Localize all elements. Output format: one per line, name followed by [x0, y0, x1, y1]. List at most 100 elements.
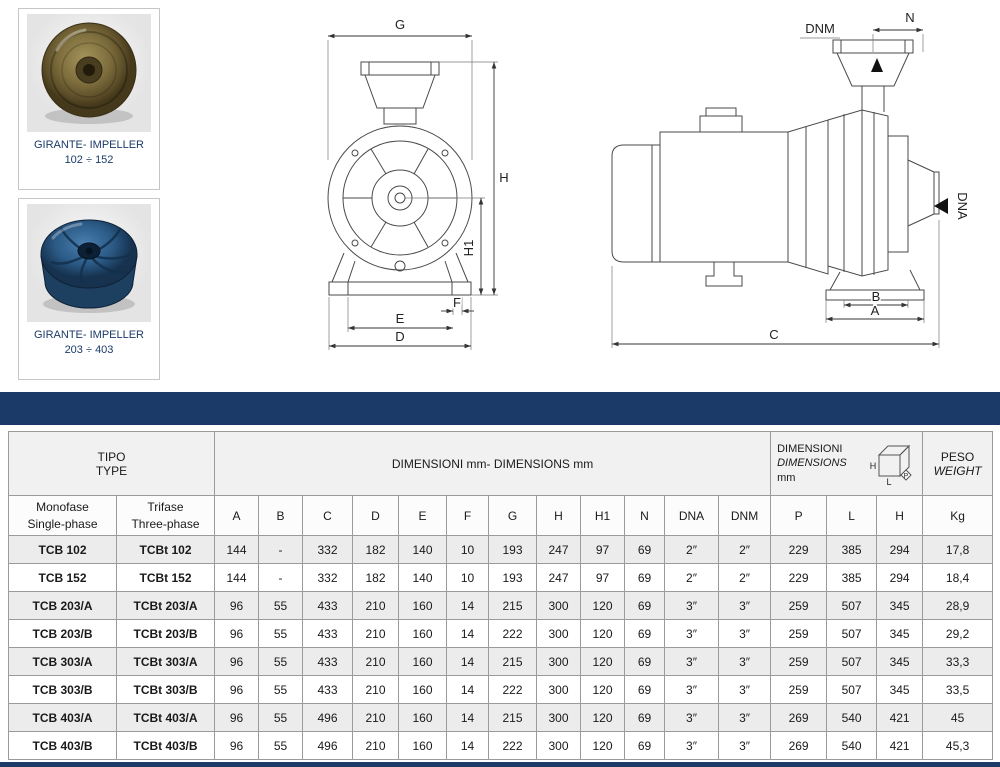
cube-label-l: L	[887, 477, 892, 486]
cell-value: 269	[770, 703, 828, 732]
impeller-caption-large: GIRANTE- IMPELLER 203 ÷ 403	[19, 328, 159, 359]
cell-value: 210	[352, 731, 399, 760]
cell-value: 229	[770, 535, 828, 564]
cell-value: 294	[876, 563, 924, 592]
cell-monofase-model: TCB 403/B	[8, 731, 117, 760]
cell-value: 14	[446, 703, 489, 732]
cell-value: 55	[258, 703, 303, 732]
col-dim-n: N	[624, 495, 665, 536]
cell-monofase-model: TCB 303/B	[8, 675, 117, 704]
cell-value: 96	[214, 647, 259, 676]
cell-value: 433	[302, 675, 353, 704]
cell-value: 14	[446, 619, 489, 648]
cell-value: 69	[624, 703, 665, 732]
cell-value: 3″	[664, 703, 719, 732]
cell-value: 496	[302, 731, 353, 760]
dim-label-b: B	[872, 289, 881, 304]
cell-value: 14	[446, 591, 489, 620]
cell-value: 222	[488, 731, 537, 760]
col-dim-c: C	[302, 495, 353, 536]
cell-value: 259	[770, 647, 828, 676]
cell-trifase-model: TCBt 102	[116, 535, 215, 564]
cell-value: 2″	[717, 535, 772, 564]
cell-monofase-model: TCB 403/A	[8, 703, 117, 732]
cell-value: 3″	[717, 647, 772, 676]
dim-label-a: A	[871, 303, 880, 318]
cell-value: 345	[876, 647, 924, 676]
dim-label-d: D	[395, 329, 404, 344]
peso-line1: PESO	[940, 449, 975, 464]
cell-value: 3″	[664, 675, 719, 704]
header-peso: PESO WEIGHT	[922, 431, 994, 496]
cell-value: 300	[536, 619, 581, 648]
cell-value: 229	[770, 563, 828, 592]
side-dimension-lines	[612, 27, 939, 347]
cell-trifase-model: TCBt 303/B	[116, 675, 215, 704]
cell-value: 14	[446, 675, 489, 704]
cell-value: 385	[826, 563, 878, 592]
cell-value: 3″	[717, 675, 772, 704]
impeller-caption-line1: GIRANTE- IMPELLER	[33, 139, 145, 151]
cell-value: 10	[446, 563, 489, 592]
cell-value: 2″	[664, 535, 719, 564]
col-trifase: Trifase Three-phase	[116, 495, 215, 536]
col-dim-g: G	[488, 495, 537, 536]
cell-value: 3″	[717, 591, 772, 620]
navy-header-bar	[0, 392, 1000, 425]
spec-table: TIPO TYPE DIMENSIONI mm- DIMENSIONS mm D…	[8, 431, 994, 760]
cell-value: 45	[922, 703, 994, 732]
side-extension-lines	[611, 34, 940, 348]
navy-footer-bar	[0, 762, 1000, 767]
col-dim-d: D	[352, 495, 399, 536]
cell-trifase-model: TCBt 203/A	[116, 591, 215, 620]
cell-monofase-model: TCB 102	[8, 535, 117, 564]
cell-monofase-model: TCB 203/A	[8, 591, 117, 620]
cell-value: 496	[302, 703, 353, 732]
cell-value: 3″	[717, 703, 772, 732]
cell-value: 259	[770, 675, 828, 704]
cell-value: 3″	[664, 619, 719, 648]
impeller-photo-box-large: GIRANTE- IMPELLER 203 ÷ 403	[18, 198, 160, 380]
cell-value: 210	[352, 675, 399, 704]
table-subheader-row: Monofase Single-phase Trifase Three-phas…	[8, 495, 994, 536]
cell-value: 120	[580, 591, 625, 620]
cell-value: 345	[876, 675, 924, 704]
cell-value: 300	[536, 675, 581, 704]
cell-value: 120	[580, 647, 625, 676]
cell-value: 14	[446, 731, 489, 760]
trifase-line1: Trifase	[147, 500, 184, 515]
front-dimension-lines	[328, 33, 497, 349]
trifase-line2: Three-phase	[131, 516, 200, 531]
cell-value: 507	[826, 619, 878, 648]
col-kg: Kg	[922, 495, 994, 536]
col-dim-h1: H1	[580, 495, 625, 536]
cell-value: 55	[258, 647, 303, 676]
col-dim-dnm: DNM	[717, 495, 772, 536]
cell-value: 294	[876, 535, 924, 564]
pack-line2: DIMENSIONS	[777, 457, 847, 470]
cell-value: 96	[214, 731, 259, 760]
cell-value: 120	[580, 619, 625, 648]
cell-value: 55	[258, 591, 303, 620]
cell-value: 33,3	[922, 647, 994, 676]
impeller-photo-bronze	[27, 14, 151, 132]
col-dim-dna: DNA	[664, 495, 719, 536]
cell-value: 144	[214, 563, 259, 592]
front-extension-lines	[327, 40, 498, 350]
cell-value: 120	[580, 675, 625, 704]
cell-value: 69	[624, 731, 665, 760]
cell-value: 3″	[717, 731, 772, 760]
cell-value: 215	[488, 703, 537, 732]
cell-value: 193	[488, 535, 537, 564]
cell-trifase-model: TCBt 303/A	[116, 647, 215, 676]
cell-value: 96	[214, 619, 259, 648]
cell-value: 160	[398, 703, 447, 732]
col-dim-e: E	[398, 495, 447, 536]
cell-value: 2″	[664, 563, 719, 592]
dim-label-h: H	[499, 170, 508, 185]
cell-trifase-model: TCBt 152	[116, 563, 215, 592]
